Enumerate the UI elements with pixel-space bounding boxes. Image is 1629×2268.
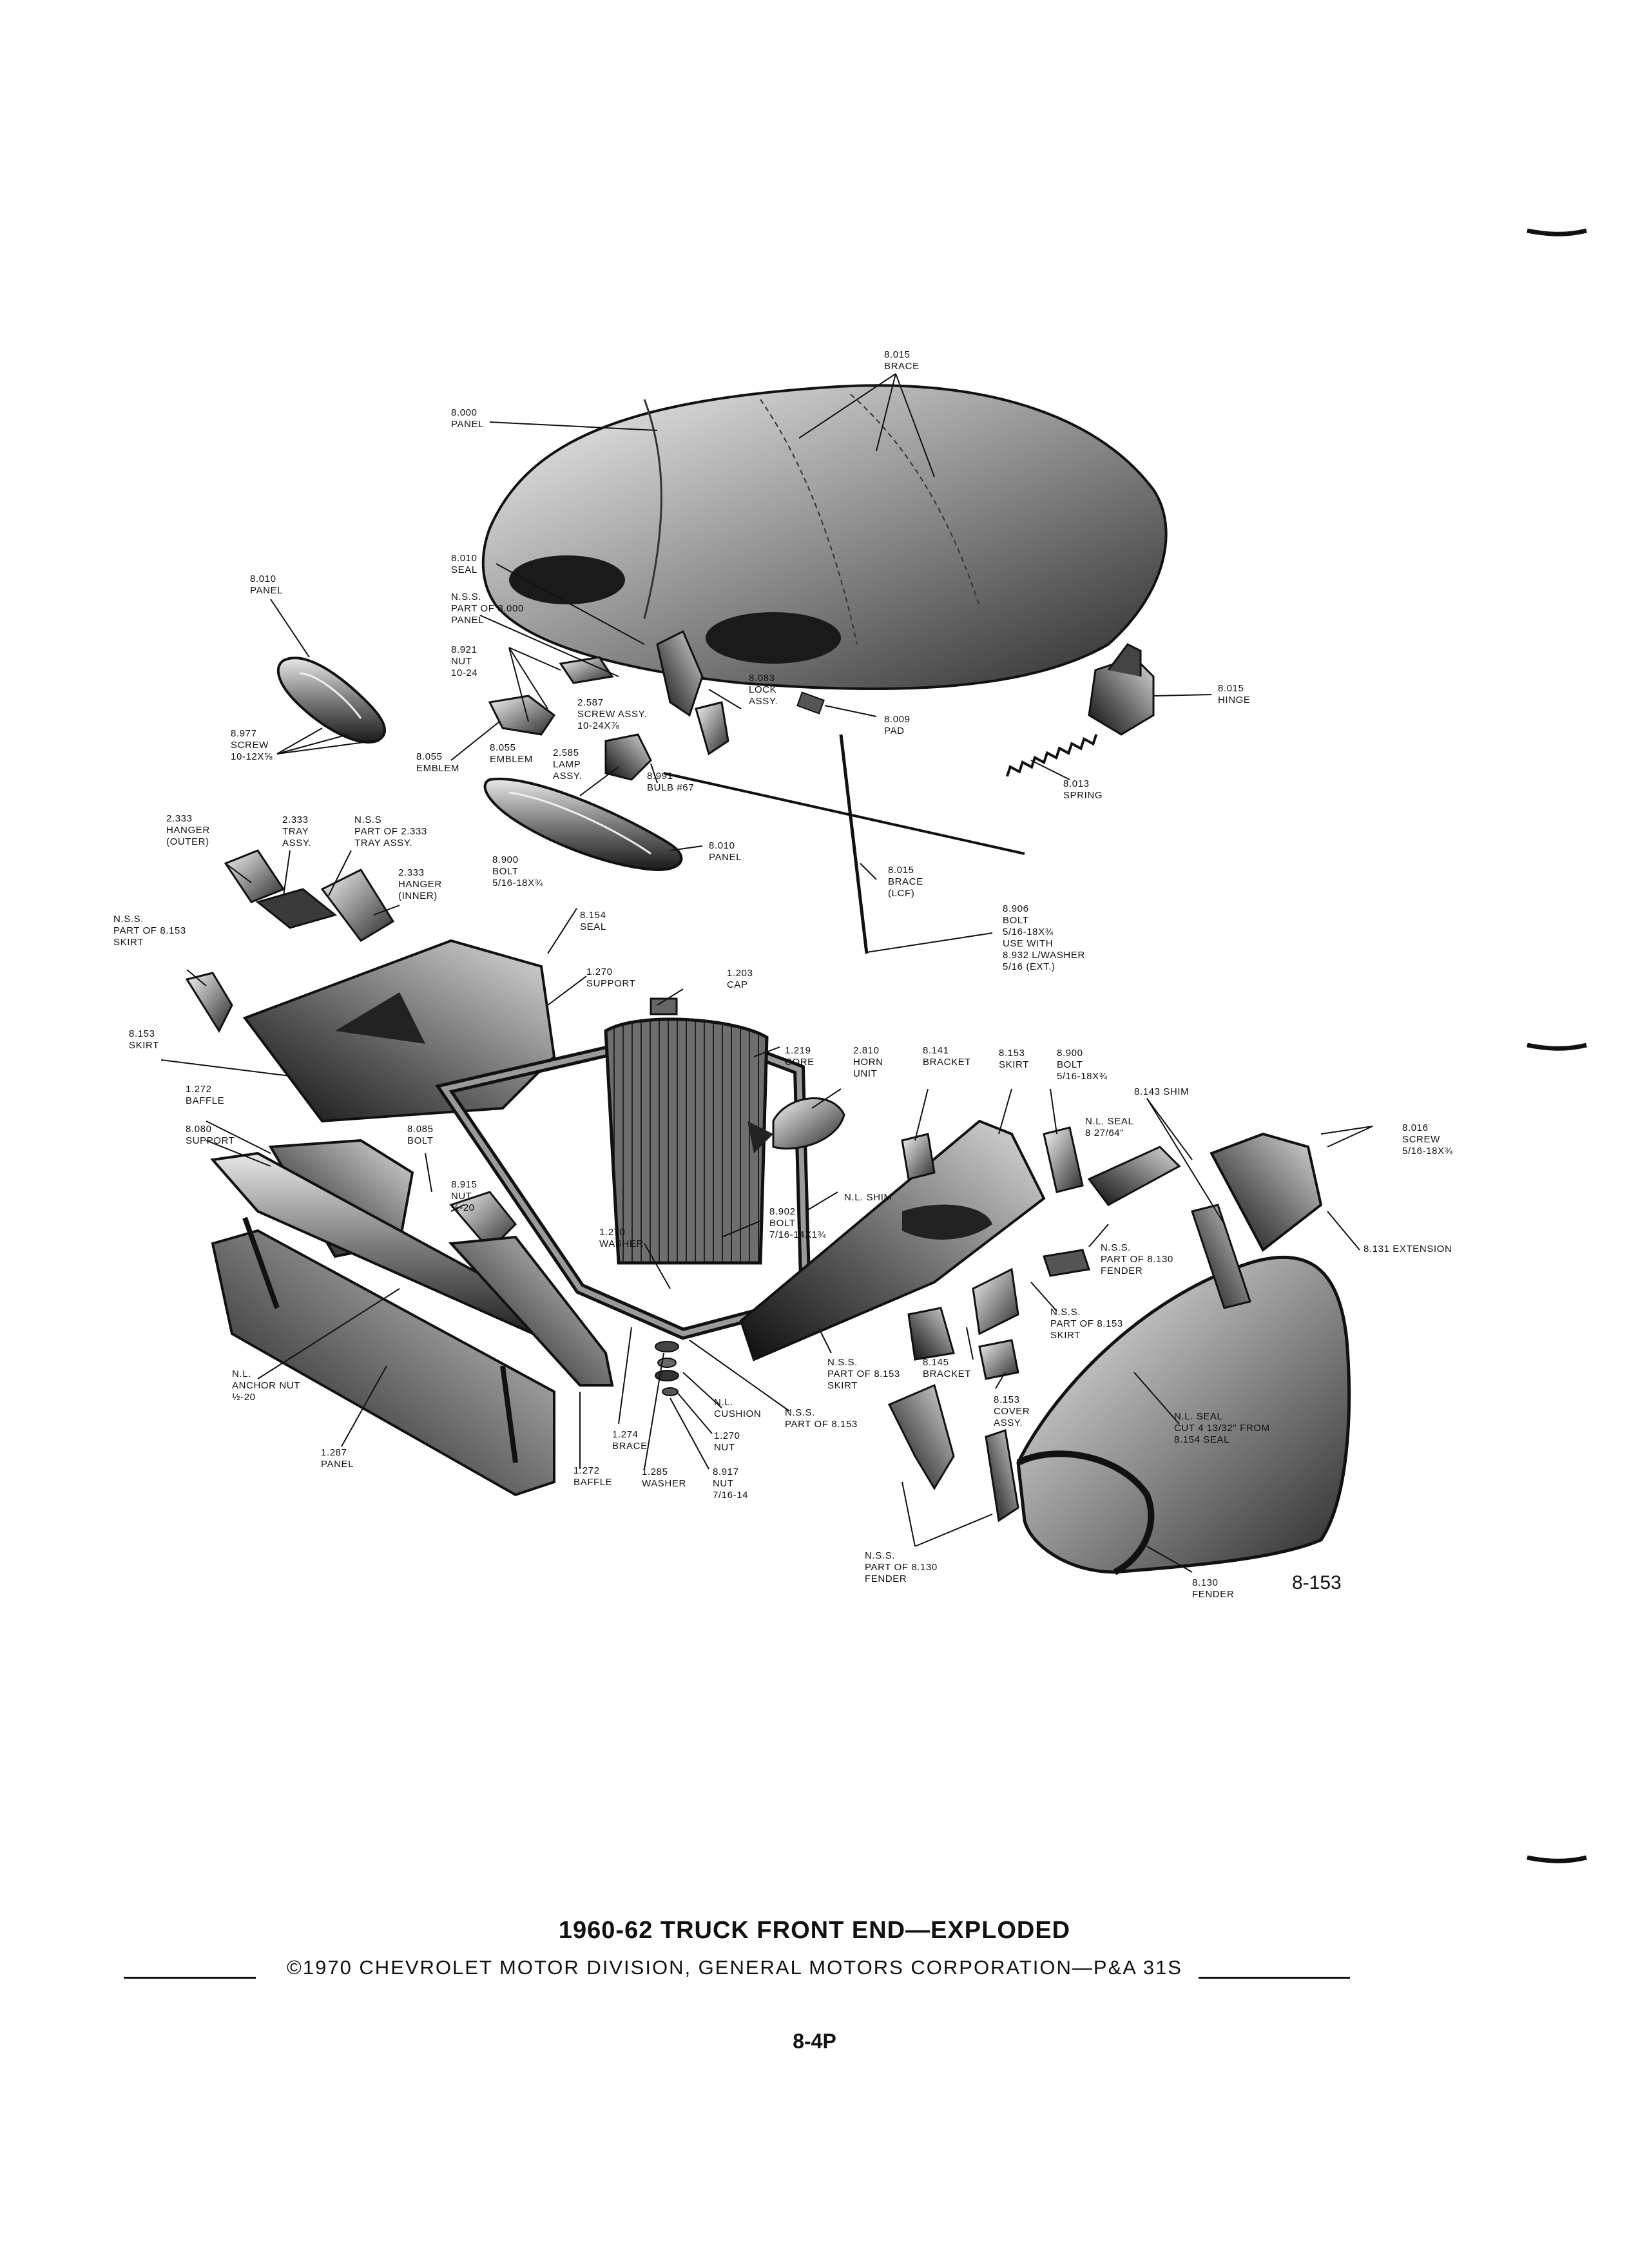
front-panel-part — [210, 1151, 556, 1497]
leader-lines — [160, 373, 1373, 1573]
copyright-footer: ©1970 CHEVROLET MOTOR DIVISION, GENERAL … — [287, 1956, 1182, 1979]
horn-unit-part — [747, 1097, 845, 1153]
emblem-panel-left-part — [276, 657, 386, 744]
hood-spring-part — [1005, 734, 1098, 777]
footer-rule-right — [1199, 1977, 1350, 1979]
skirt-left-part — [185, 939, 556, 1123]
callout-cushion-nl: N.L.CUSHION — [714, 1397, 762, 1419]
baffle-lower-part — [448, 1235, 614, 1387]
radiator-core-part — [604, 997, 769, 1265]
margin-mark-middle — [1527, 1043, 1587, 1051]
fastener-stack-part — [655, 1341, 679, 1396]
skirt-right-part — [739, 1119, 1046, 1361]
callout-shim-8143: 8.143 SHIM — [1134, 1086, 1190, 1097]
emblem-panel-lower-part — [483, 777, 683, 872]
callout-nss-part-8153: N.S.S.PART OF 8.153 — [785, 1407, 858, 1430]
hood-hinge-part — [1088, 643, 1155, 736]
brace-rod-part — [663, 734, 1025, 954]
emblem-hardware-part — [488, 629, 825, 781]
page-title: 1960-62 TRUCK FRONT END—EXPLODED — [558, 1917, 1071, 1944]
callout-nl-shim: N.L. SHIM — [844, 1192, 892, 1203]
footer-rule-left — [124, 1977, 256, 1979]
hood-panel-part — [481, 384, 1168, 691]
figure-number: 8-153 — [1292, 1572, 1342, 1593]
page-number: 8-4P — [793, 2030, 836, 2053]
fender-extension-part — [1210, 1132, 1323, 1253]
fender-lower-hardware-part — [887, 1383, 1019, 1523]
callout-extension-8131: 8.131 EXTENSION — [1364, 1244, 1452, 1254]
tray-hanger-part — [224, 849, 395, 942]
fender-part — [1016, 1204, 1351, 1575]
margin-mark-bottom — [1527, 1855, 1587, 1863]
bracket-hardware-part — [901, 1126, 1181, 1380]
margin-mark-top — [1527, 228, 1587, 236]
